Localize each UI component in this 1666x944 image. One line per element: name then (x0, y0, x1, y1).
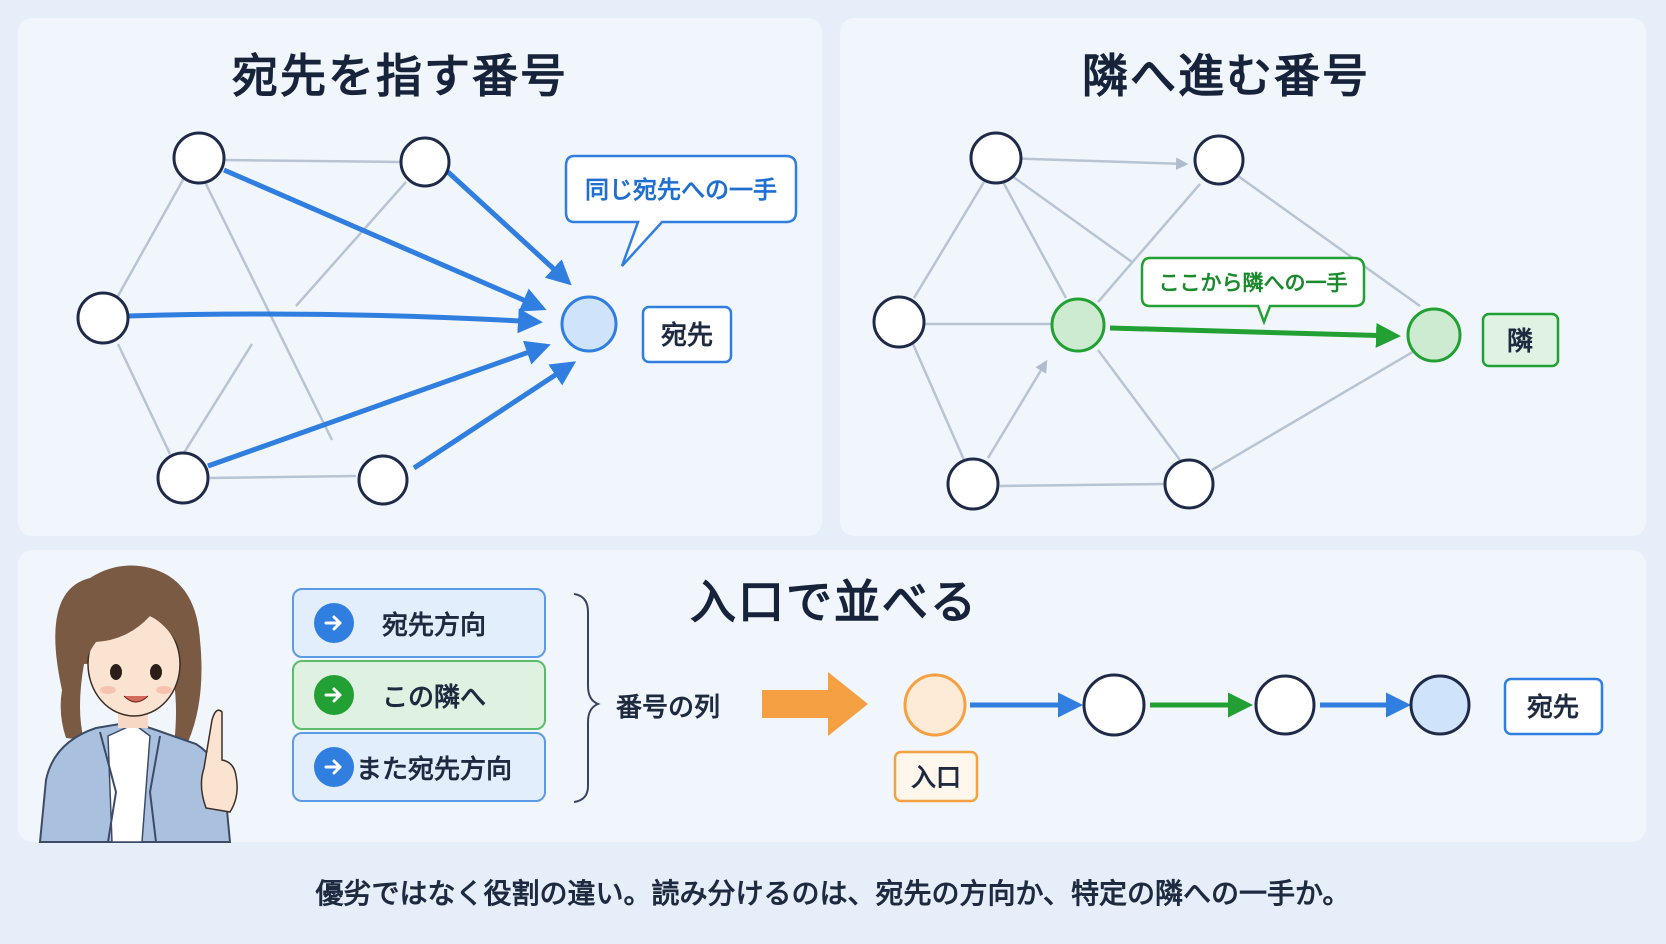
entry-node (903, 673, 967, 737)
stack-brace (573, 593, 601, 803)
destination-label: 宛先 (661, 320, 713, 351)
neighbor-label-box: 隣 (1481, 312, 1560, 368)
entry-label-box: 入口 (893, 750, 979, 803)
stack-item-destination-direction: 宛先方向 (292, 588, 546, 658)
neighbor-move-arrow (1109, 322, 1401, 348)
neighbor-callout: ここから隣への一手 (1140, 256, 1366, 326)
neighbor-panel-title: 隣へ進む番号 (1082, 49, 1370, 103)
guide-character-illustration (38, 565, 238, 843)
graph-nodes (872, 131, 1245, 511)
arrow-to-destination (127, 308, 543, 334)
chain-destination-label: 宛先 (1527, 692, 1579, 723)
stack-item-again-destination-direction: また宛先方向 (292, 732, 546, 802)
stack-item-label: また宛先方向 (355, 754, 512, 785)
graph-node (156, 451, 210, 505)
ordering-panel-title: 入口で並べる (690, 575, 978, 629)
background-edges (116, 158, 407, 480)
destination-callout-text: 同じ宛先への一手 (585, 176, 777, 204)
entry-label: 入口 (911, 763, 961, 792)
destination-node (560, 295, 618, 353)
neighbor-node (1406, 307, 1462, 363)
neighbor-label: 隣 (1507, 327, 1533, 357)
arrow-right-icon (314, 603, 354, 643)
graph-node (1163, 458, 1215, 510)
graph-node (872, 295, 926, 349)
graph-node (399, 136, 451, 188)
neighbor-callout-text: ここから隣への一手 (1159, 271, 1348, 295)
summary-caption: 優劣ではなく役割の違い。読み分けるのは、宛先の方向か、特定の隣への一手か。 (315, 877, 1351, 910)
graph-node (969, 131, 1023, 185)
arrow-to-destination (446, 170, 572, 286)
arrow-to-destination (412, 361, 577, 471)
graph-node (946, 457, 1000, 511)
arrow-to-destination (223, 167, 547, 312)
stack-item-this-neighbor: この隣へ (292, 660, 546, 730)
graph-node (1193, 134, 1245, 186)
chain-node (1082, 673, 1146, 737)
chain-node (1254, 674, 1316, 736)
destination-arrows (127, 167, 577, 471)
stack-item-label: この隣へ (381, 682, 486, 713)
arrow-right-icon (314, 747, 354, 787)
big-orange-arrow (762, 672, 868, 736)
background-edges (911, 156, 1421, 488)
destination-panel-title: 宛先を指す番号 (232, 49, 568, 103)
graph-node (357, 454, 409, 506)
stack-item-label: 宛先方向 (381, 610, 486, 641)
destination-panel (18, 18, 822, 536)
graph-node (76, 291, 130, 345)
sequence-label: 番号の列 (616, 693, 720, 723)
current-node (1050, 297, 1106, 353)
destination-callout: 同じ宛先への一手 (564, 154, 798, 267)
destination-label-box: 宛先 (641, 305, 733, 364)
graph-node (172, 131, 226, 185)
arrow-right-icon (314, 675, 354, 715)
chain-destination-label-box: 宛先 (1503, 677, 1604, 736)
graph-nodes (76, 131, 451, 506)
arrow-to-destination (207, 340, 551, 469)
chain-destination-node (1409, 674, 1471, 736)
